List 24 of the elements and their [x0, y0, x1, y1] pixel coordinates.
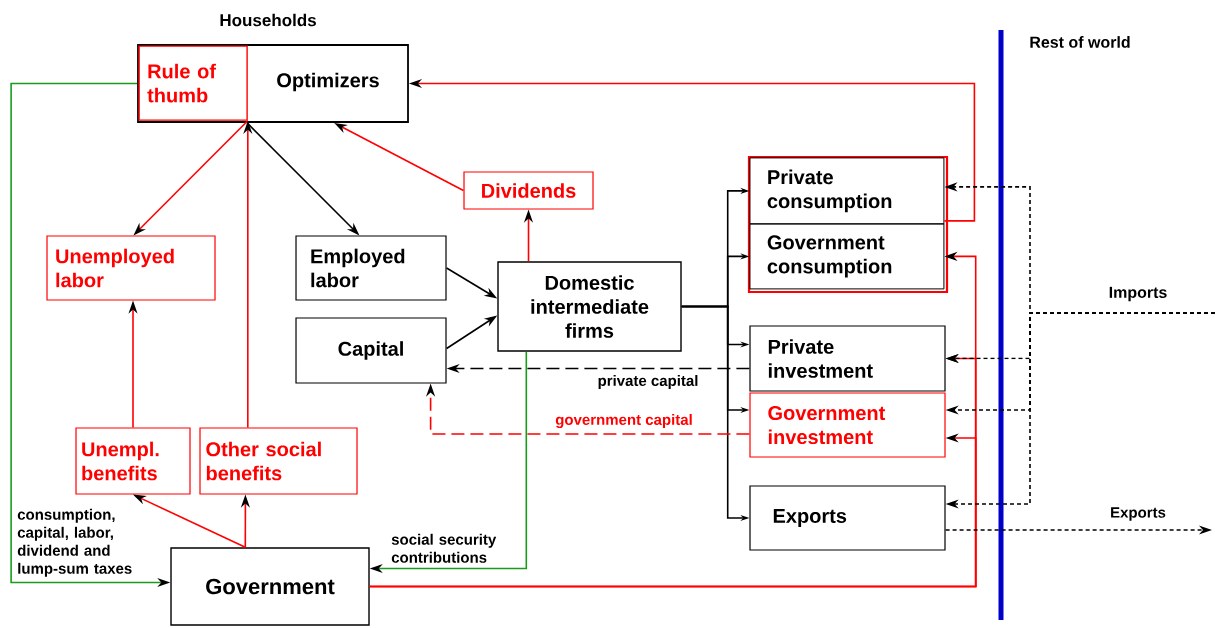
text-label: Rest of world	[1030, 36, 1130, 48]
label-box: Employed labor	[295, 235, 447, 301]
heading: Households	[220, 13, 316, 27]
label-box: Rule of thumb	[138, 45, 248, 121]
label-box: Private consumption	[749, 157, 945, 225]
label-box: Government	[170, 547, 370, 626]
label-box: Government investment	[749, 392, 946, 458]
edge-label: government capital	[555, 413, 692, 428]
label-box: Capital	[295, 317, 447, 384]
edge-label: consumption, capital, labor, dividend and lump-sum taxes	[17, 508, 132, 577]
edge-label: social security contributions	[391, 533, 497, 563]
label-box: Unemployed labor	[46, 235, 216, 301]
label-box: Private investment	[749, 325, 946, 392]
label-box: Unempl. benefits	[75, 427, 191, 495]
label-box: Domestic intermediate firms	[497, 261, 682, 352]
label-box: Exports	[749, 485, 946, 551]
label-box: Other social benefits	[199, 427, 358, 495]
text-label: Imports	[1109, 286, 1167, 302]
edge-label: Exports	[1111, 507, 1166, 521]
label-box: Dividends	[463, 171, 594, 210]
node-text: Optimizers	[277, 72, 379, 92]
group-box	[747, 155, 949, 294]
edge-label: private capital	[598, 375, 698, 389]
label-box: Government consumption	[749, 223, 945, 290]
